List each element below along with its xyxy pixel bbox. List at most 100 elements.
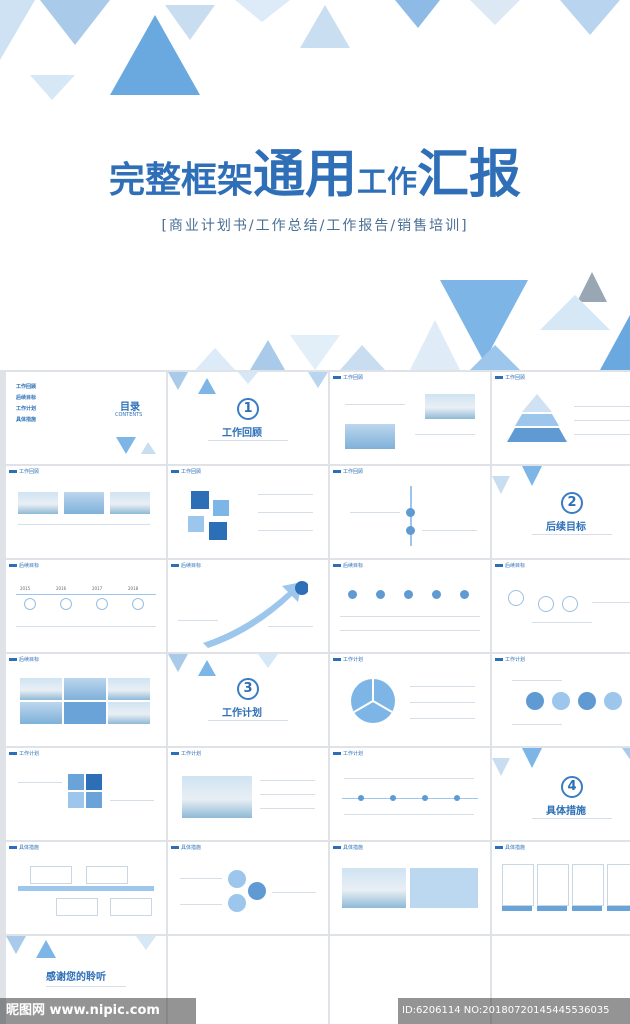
circle-node xyxy=(508,590,524,606)
slide-thumb-toc[interactable]: 工作回顾 后续目标 工作计划 具体措施 目录 CONTENTS xyxy=(6,372,166,464)
text-line xyxy=(512,680,562,681)
pie-diagram xyxy=(351,679,395,723)
timeline-node xyxy=(24,598,36,610)
slide-thumb-goals-arrow[interactable]: 后续目标 xyxy=(168,560,328,652)
slide-thumb-review-4[interactable]: 工作回顾 xyxy=(168,466,328,558)
timeline-dot xyxy=(454,795,460,801)
circle-node xyxy=(562,596,578,612)
icon-circle xyxy=(376,590,385,599)
slide-thumb-measures-cards[interactable]: 具体措施 xyxy=(492,842,630,934)
timeline-axis xyxy=(16,594,156,595)
slide-thumb-plan-process[interactable]: 工作计划 xyxy=(492,654,630,746)
slide-thumb-goals-timeline[interactable]: 后续目标 2015 2016 2017 2018 xyxy=(6,560,166,652)
photo-placeholder xyxy=(64,678,106,700)
closing-title: 感谢您的聆听 xyxy=(46,972,106,983)
cover-title-part3: 工作 xyxy=(357,165,417,200)
slide-thumb-section-2[interactable]: 2 后续目标 xyxy=(492,466,630,558)
slide-thumb-review-3[interactable]: 工作回顾 xyxy=(6,466,166,558)
cover-triangles xyxy=(0,0,630,370)
text-line xyxy=(16,626,156,627)
slide-thumb-plan-photo[interactable]: 工作计划 xyxy=(168,748,328,840)
toc-item-4: 具体措施 xyxy=(16,417,37,423)
toc-item-3: 工作计划 xyxy=(16,406,37,412)
card-footer xyxy=(502,906,532,911)
section-text-line xyxy=(532,534,612,535)
process-circle xyxy=(578,692,596,710)
text-line xyxy=(18,782,62,783)
closing-triangles xyxy=(6,936,156,958)
pyramid-chart xyxy=(507,394,567,442)
section-triangles xyxy=(492,748,630,776)
cover-slide[interactable]: 完整框架通用工作汇报 [商业计划书/工作总结/工作报告/销售培训] xyxy=(0,0,630,370)
slide-header: 工作计划 xyxy=(171,750,201,757)
text-line xyxy=(18,524,150,525)
block xyxy=(68,774,84,790)
section-name-4: 具体措施 xyxy=(546,806,586,817)
slide-header: 工作回顾 xyxy=(333,374,363,381)
text-line xyxy=(574,434,630,435)
watermark-right: ID:6206114 NO:20180720145445536035 xyxy=(398,998,630,1024)
text-line xyxy=(178,620,218,621)
puzzle-graphic xyxy=(188,491,229,540)
slide-thumb-plan-pie[interactable]: 工作计划 xyxy=(330,654,490,746)
block xyxy=(86,792,102,808)
slide-thumb-review-5[interactable]: 工作回顾 xyxy=(330,466,490,558)
text-line xyxy=(574,406,630,407)
slide-thumb-measures-photo[interactable]: 具体措施 xyxy=(330,842,490,934)
timeline-dot xyxy=(406,526,415,535)
text-box xyxy=(86,866,128,884)
stat-circle xyxy=(248,882,266,900)
timeline-dot xyxy=(406,508,415,517)
cover-title-part4: 汇报 xyxy=(417,145,522,205)
slide-header: 后续目标 xyxy=(495,562,525,569)
timeline-year-2: 2016 xyxy=(56,586,67,591)
photo-placeholder xyxy=(64,492,104,514)
section-number-1: 1 xyxy=(237,398,259,420)
toc-title: 目录 xyxy=(120,402,140,413)
icon-circle xyxy=(404,590,413,599)
slide-thumb-goals-icons[interactable]: 后续目标 xyxy=(330,560,490,652)
toc-triangles xyxy=(116,437,156,454)
slide-header: 后续目标 xyxy=(171,562,201,569)
toc-list: 工作回顾 后续目标 工作计划 具体措施 xyxy=(16,384,116,423)
slide-header: 具体措施 xyxy=(9,844,39,851)
text-line xyxy=(272,892,316,893)
block xyxy=(68,792,84,808)
slide-thumb-section-3[interactable]: 3 工作计划 xyxy=(168,654,328,746)
slide-thumb-plan-cross[interactable]: 工作计划 xyxy=(6,748,166,840)
slide-thumb-review-2[interactable]: 工作回顾 xyxy=(492,372,630,464)
slide-header: 工作回顾 xyxy=(495,374,525,381)
slide-thumb-section-4[interactable]: 4 具体措施 xyxy=(492,748,630,840)
block xyxy=(86,774,102,790)
icon-circle xyxy=(432,590,441,599)
slide-thumb-plan-timeline[interactable]: 工作计划 xyxy=(330,748,490,840)
text-line xyxy=(410,686,475,687)
slide-thumb-measures-flow[interactable]: 具体措施 xyxy=(6,842,166,934)
photo-placeholder xyxy=(425,394,475,419)
slide-thumb-section-1[interactable]: 1 工作回顾 xyxy=(168,372,328,464)
photo-placeholder xyxy=(182,776,252,818)
photo-placeholder xyxy=(345,424,395,449)
text-line xyxy=(268,626,313,627)
text-line xyxy=(410,718,475,719)
section-text-line xyxy=(208,440,288,441)
slide-header: 具体措施 xyxy=(171,844,201,851)
text-panel xyxy=(410,868,478,908)
slide-thumb-goals-photos[interactable]: 后续目标 xyxy=(6,654,166,746)
icon-circle xyxy=(348,590,357,599)
text-line xyxy=(422,530,477,531)
timeline-node xyxy=(96,598,108,610)
slide-thumb-goals-circles[interactable]: 后续目标 xyxy=(492,560,630,652)
slide-header: 工作计划 xyxy=(333,750,363,757)
card xyxy=(572,864,604,906)
timeline-year-4: 2018 xyxy=(128,586,139,591)
section-number-3: 3 xyxy=(237,678,259,700)
text-box xyxy=(30,866,72,884)
text-line xyxy=(260,794,315,795)
slide-thumb-measures-circles[interactable]: 具体措施 xyxy=(168,842,328,934)
text-line xyxy=(180,904,222,905)
slide-thumb-review-1[interactable]: 工作回顾 xyxy=(330,372,490,464)
cover-title: 完整框架通用工作汇报 xyxy=(0,132,630,207)
section-triangles xyxy=(168,654,278,676)
text-line xyxy=(592,602,630,603)
